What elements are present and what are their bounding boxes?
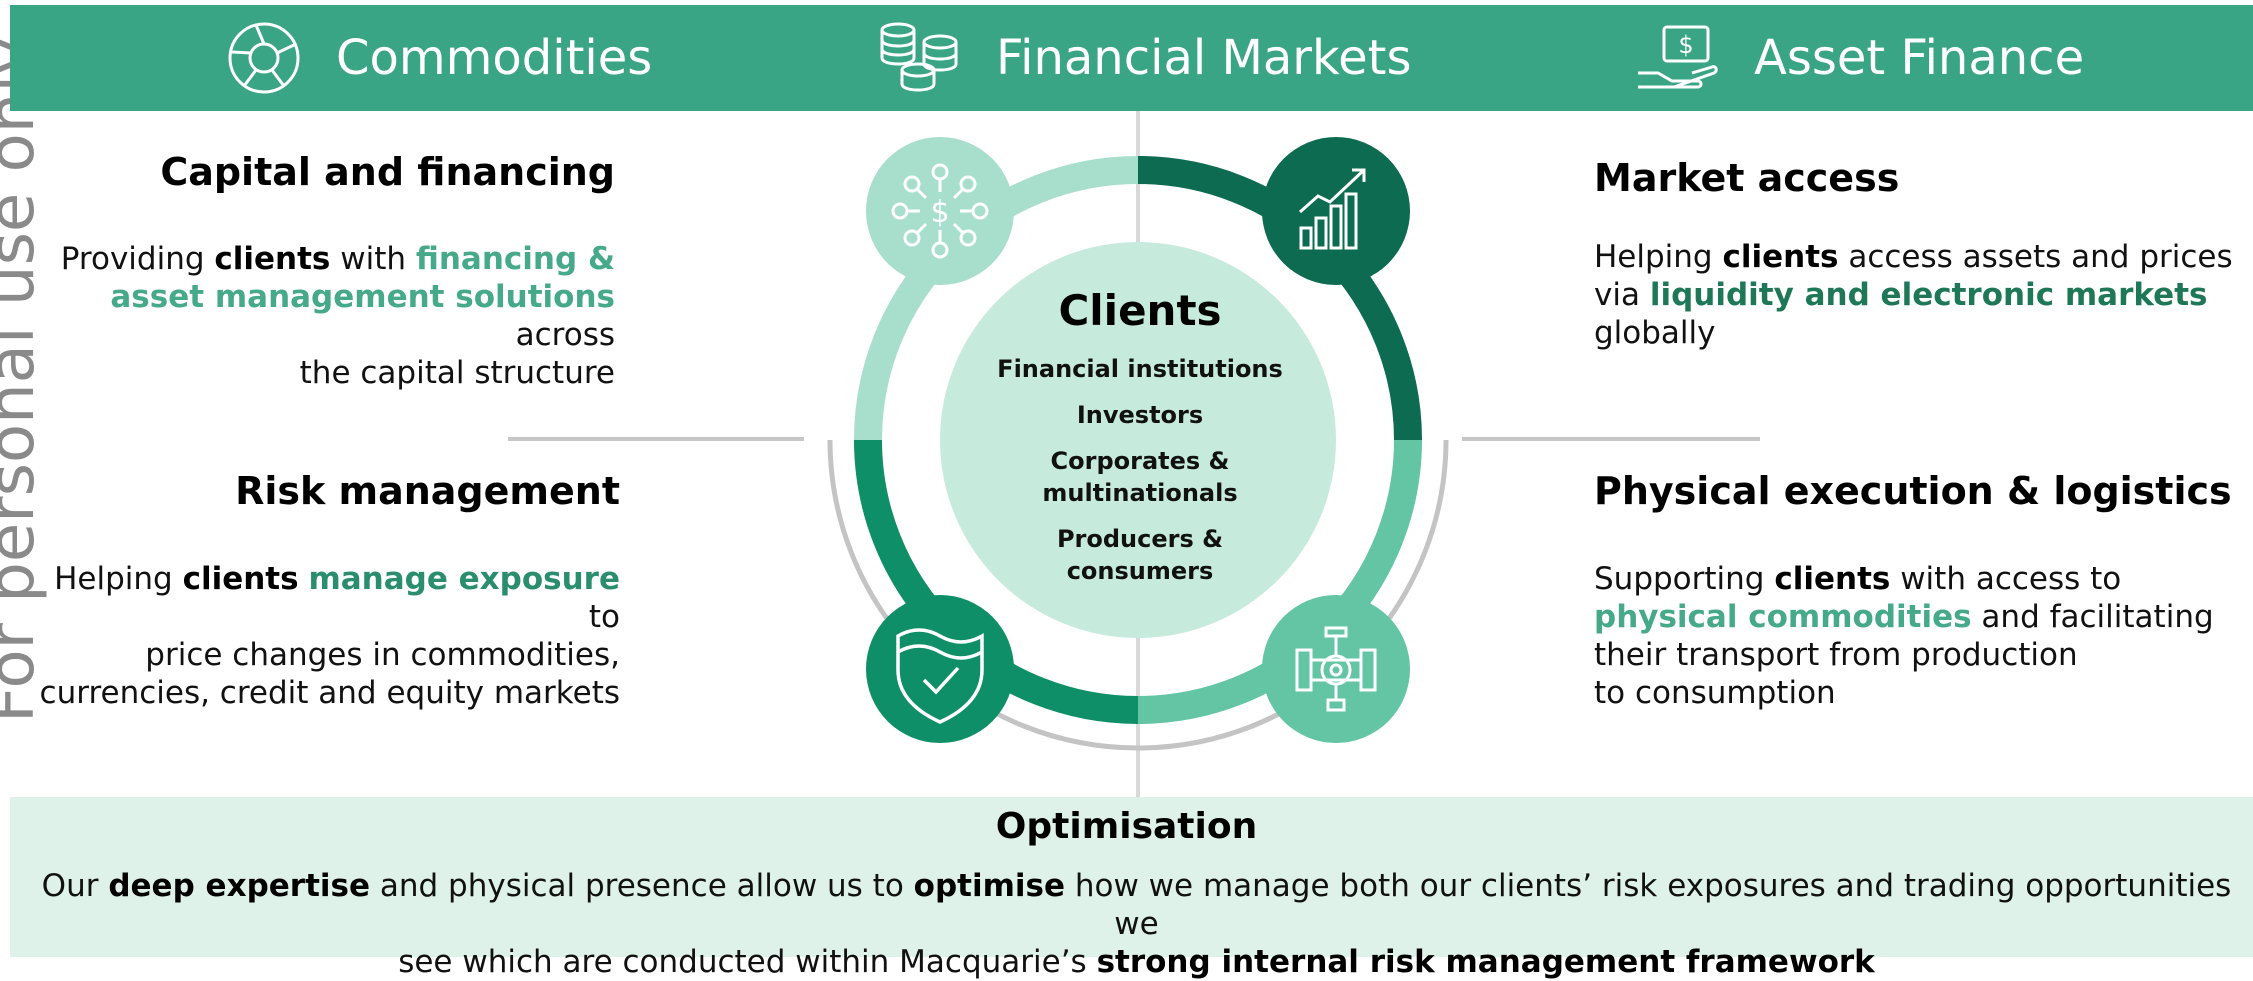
- shield-check-icon: [866, 595, 1014, 743]
- header-item-asset-finance: $ Asset Finance: [1634, 5, 2084, 111]
- clients-ring-diagram: $: [854, 137, 1422, 743]
- client-item-producers-line2: consumers: [1066, 557, 1214, 585]
- risk-highlight: manage exposure: [308, 561, 620, 597]
- risk-text: [299, 561, 309, 597]
- capital-body: Providing clients with financing & asset…: [20, 240, 615, 392]
- market-text: Helping: [1594, 239, 1723, 275]
- svg-text:$: $: [1678, 31, 1693, 59]
- optimisation-text: see which are conducted within Macquarie…: [398, 944, 1097, 980]
- risk-title: Risk management: [235, 469, 620, 513]
- capital-text: Providing: [60, 241, 215, 277]
- client-item-producers-line1: Producers &: [1056, 525, 1224, 553]
- client-item-corporates-line2: multinationals: [1042, 479, 1238, 507]
- capital-text: across: [515, 317, 615, 353]
- market-text: access assets and prices: [1838, 239, 2233, 275]
- header-label-commodities: Commodities: [336, 30, 653, 86]
- risk-text: Helping: [54, 561, 183, 597]
- optimisation-title: Optimisation: [995, 806, 1258, 847]
- center-circle: [940, 242, 1336, 638]
- risk-text: to: [588, 599, 620, 635]
- optimisation-band: [10, 797, 2253, 957]
- growth-chart-icon: [1262, 137, 1410, 285]
- risk-text: price changes in commodities,: [145, 637, 620, 673]
- risk-body: Helping clients manage exposure to price…: [20, 560, 620, 712]
- physical-text: with access to: [1890, 561, 2122, 597]
- physical-title: Physical execution & logistics: [1594, 469, 2232, 513]
- capital-highlight: asset management solutions: [110, 279, 615, 315]
- risk-bold: clients: [182, 561, 299, 597]
- capital-highlight: financing &: [415, 241, 615, 277]
- market-bold: clients: [1722, 239, 1839, 275]
- client-item-producers: Producers & consumers: [940, 523, 1340, 587]
- client-item-financial-institutions: Financial institutions: [997, 355, 1283, 383]
- network-dollar-icon: $: [866, 137, 1014, 285]
- market-title: Market access: [1594, 156, 1900, 200]
- market-text: globally: [1594, 315, 1716, 351]
- capital-text: the capital structure: [299, 355, 615, 391]
- client-item-investors: Investors: [1076, 401, 1204, 429]
- optimisation-bold: deep expertise: [108, 868, 370, 904]
- coin-stacks-icon: [880, 22, 958, 92]
- header-item-commodities: Commodities: [226, 5, 652, 111]
- aperture-icon: [228, 22, 300, 94]
- physical-text: their transport from production: [1594, 637, 2078, 673]
- capital-title: Capital and financing: [160, 150, 615, 194]
- optimisation-bold: optimise: [913, 868, 1065, 904]
- optimisation-body: Our deep expertise and physical presence…: [30, 867, 2243, 981]
- optimisation-text: and physical presence allow us to: [370, 868, 914, 904]
- capital-bold: clients: [214, 241, 331, 277]
- svg-text:$: $: [930, 195, 949, 230]
- risk-text: currencies, credit and equity markets: [39, 675, 620, 711]
- outer-gray-arc: [827, 439, 1449, 751]
- header-band: Commodities Financial Markets $ Asset Fi…: [10, 5, 2253, 111]
- physical-text: and facilitating: [1971, 599, 2214, 635]
- header-label-financial-markets: Financial Markets: [996, 30, 1412, 86]
- pipe-valve-icon: [1262, 595, 1410, 743]
- optimisation-text: Our: [41, 868, 109, 904]
- hand-money-icon: $: [1638, 25, 1718, 89]
- clients-title: Clients: [1058, 286, 1222, 335]
- optimisation-text: how we manage both our clients’ risk exp…: [1065, 868, 2232, 942]
- client-item-corporates: Corporates & multinationals: [940, 445, 1340, 509]
- clients-center: Clients Financial institutions Investors…: [940, 286, 1340, 601]
- header-item-financial-markets: Financial Markets: [876, 5, 1411, 111]
- capital-text: with: [330, 241, 416, 277]
- physical-highlight: physical commodities: [1594, 599, 1972, 635]
- physical-bold: clients: [1774, 561, 1891, 597]
- client-item-corporates-line1: Corporates &: [1050, 447, 1230, 475]
- market-text: via: [1594, 277, 1650, 313]
- market-body: Helping clients access assets and prices…: [1594, 238, 2234, 352]
- physical-text: to consumption: [1594, 675, 1836, 711]
- physical-body: Supporting clients with access to physic…: [1594, 560, 2234, 712]
- market-highlight: liquidity and electronic markets: [1649, 277, 2208, 313]
- physical-text: Supporting: [1594, 561, 1775, 597]
- optimisation-bold: strong internal risk management framewor…: [1096, 944, 1875, 980]
- header-label-asset-finance: Asset Finance: [1754, 30, 2085, 86]
